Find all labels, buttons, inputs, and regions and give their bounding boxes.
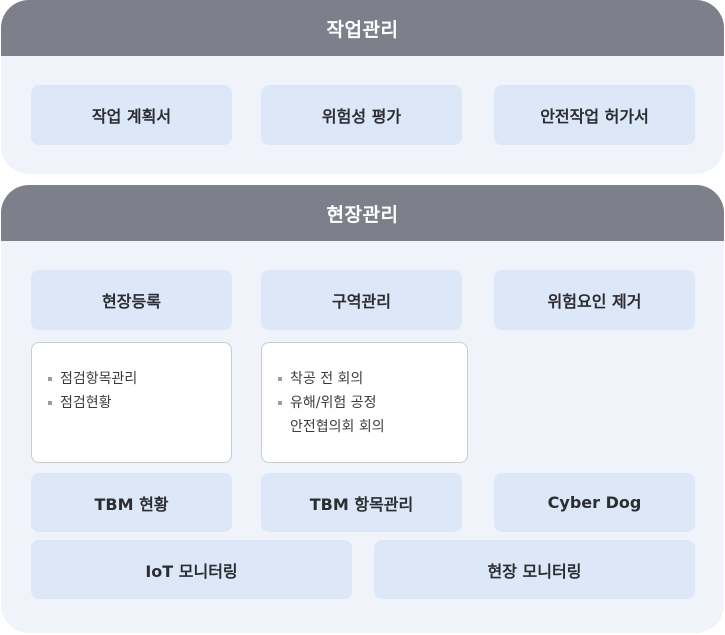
safety-council-meeting: 안전협의회 회의: [290, 419, 385, 435]
cyber-dog-box: Cyber Dog: [494, 473, 695, 532]
site-monitoring-box: 현장 모니터링: [374, 540, 695, 599]
inspection-status: 점검현황: [48, 391, 217, 415]
inspection-card: 점검항목관리 점검현황: [31, 342, 232, 463]
tbm-status-box: TBM 현황: [31, 473, 232, 532]
site-management-title: 현장관리: [1, 185, 724, 241]
site-management-panel: 현장관리 현장등록 구역관리 위험요인 제거 점검항목관리 점검현황 착공 전 …: [1, 185, 724, 633]
hazardous-process: 유해/위험 공정: [278, 391, 453, 415]
hazard-removal-box: 위험요인 제거: [494, 270, 695, 330]
tbm-item-management-box: TBM 항목관리: [261, 473, 462, 532]
pre-construction-meeting: 착공 전 회의: [278, 367, 453, 391]
iot-monitoring-box: IoT 모니터링: [31, 540, 352, 599]
work-management-title: 작업관리: [1, 0, 724, 56]
site-registration-box: 현장등록: [31, 270, 232, 330]
safe-work-permit-box: 안전작업 허가서: [494, 85, 695, 145]
meeting-card: 착공 전 회의 유해/위험 공정 안전협의회 회의: [261, 342, 468, 463]
work-management-panel: 작업관리 작업 계획서 위험성 평가 안전작업 허가서: [1, 0, 724, 174]
work-plan-box: 작업 계획서: [31, 85, 232, 145]
inspection-item-management: 점검항목관리: [48, 367, 217, 391]
zone-management-box: 구역관리: [261, 270, 462, 330]
risk-assessment-box: 위험성 평가: [261, 85, 462, 145]
